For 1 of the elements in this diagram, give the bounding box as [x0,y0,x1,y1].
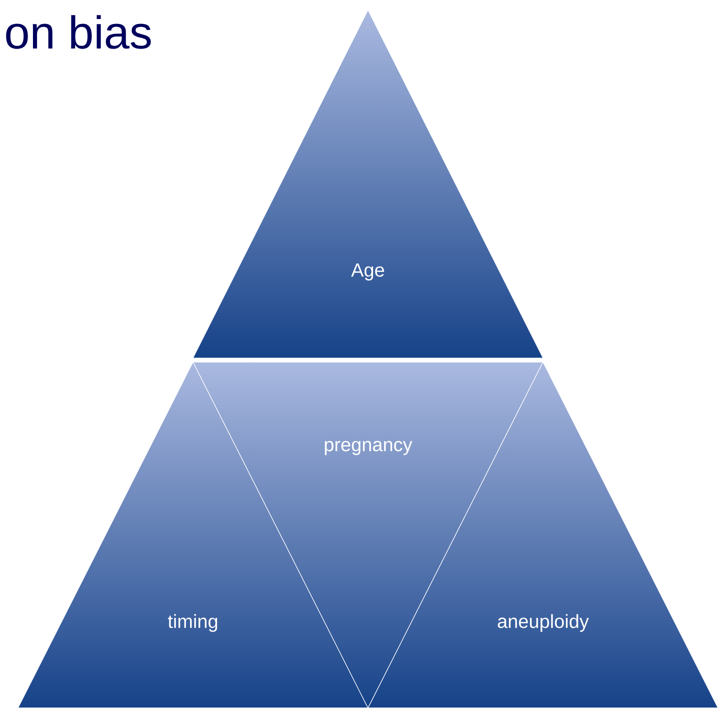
slide-title: on bias [6,15,151,49]
